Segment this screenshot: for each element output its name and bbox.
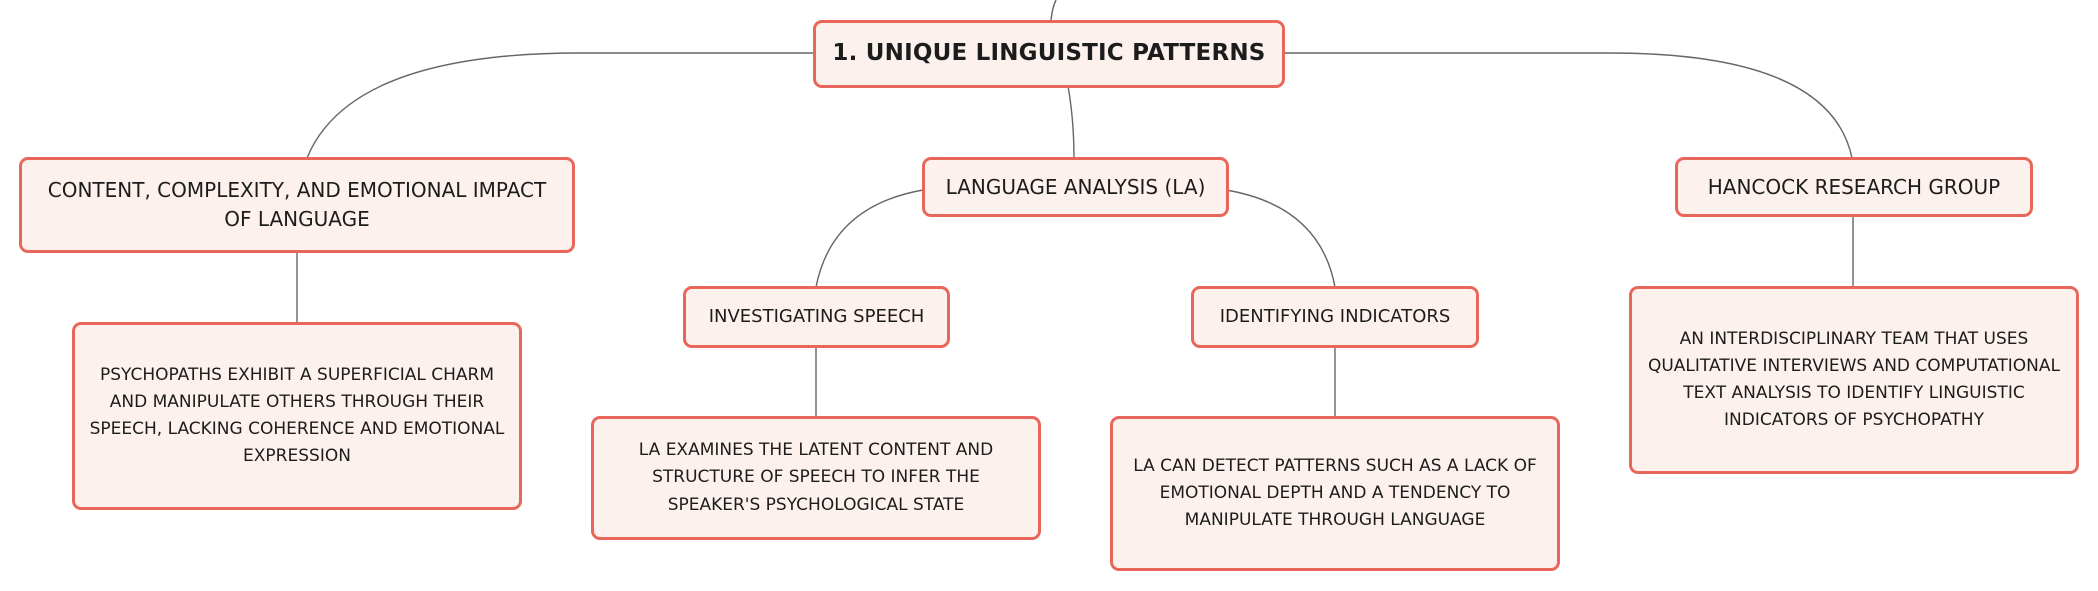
connector-root-hancock [1284,52,1853,159]
node-hancock-research-group[interactable]: HANCOCK RESEARCH GROUP [1675,157,2033,217]
node-content-detail[interactable]: PSYCHOPATHS EXHIBIT A SUPERFICIAL CHARM … [72,322,522,510]
node-indicators-detail[interactable]: LA CAN DETECT PATTERNS SUCH AS A LACK OF… [1110,416,1560,571]
node-content-complexity[interactable]: CONTENT, COMPLEXITY, AND EMOTIONAL IMPAC… [19,157,575,253]
node-investigating-speech[interactable]: INVESTIGATING SPEECH [683,286,950,348]
node-identifying-indicators[interactable]: IDENTIFYING INDICATORS [1191,286,1479,348]
root-node[interactable]: 1. UNIQUE LINGUISTIC PATTERNS [813,20,1285,88]
node-hancock-detail[interactable]: AN INTERDISCIPLINARY TEAM THAT USES QUAL… [1629,286,2079,474]
connector-la-speech [815,189,924,288]
node-language-analysis[interactable]: LANGUAGE ANALYSIS (LA) [922,157,1229,217]
node-speech-detail[interactable]: LA EXAMINES THE LATENT CONTENT AND STRUC… [591,416,1041,540]
connector-root-la [1067,85,1075,159]
connector-root-parent [1050,0,1057,22]
connector-la-indicators [1225,189,1336,288]
connector-root-content [306,52,814,159]
